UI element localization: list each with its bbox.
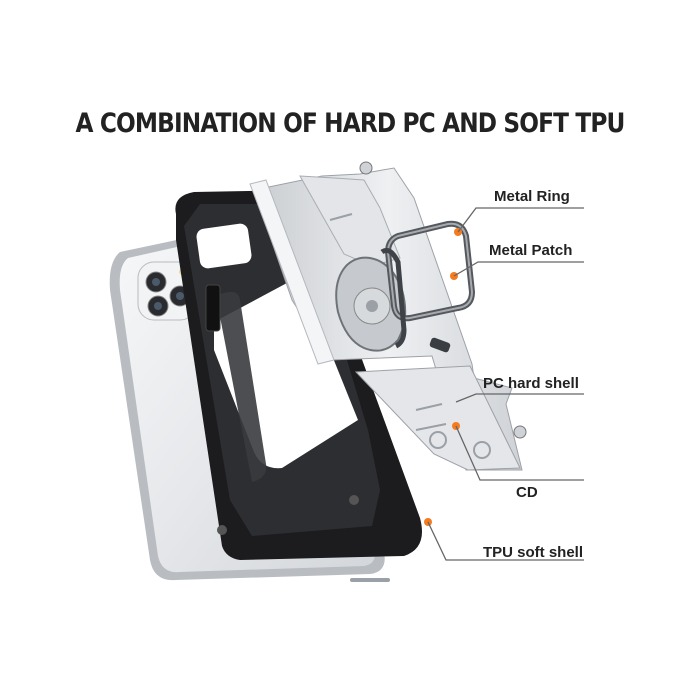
headline: A COMBINATION OF HARD PC AND SOFT TPU xyxy=(75,108,625,139)
metal-patch xyxy=(335,256,407,352)
label-cd: CD xyxy=(516,484,538,501)
pointer-pc-shell xyxy=(455,393,584,403)
label-tpu-soft-shell: TPU soft shell xyxy=(483,544,584,561)
metal-ring xyxy=(380,220,476,353)
pointer-cd xyxy=(455,425,584,481)
label-pc-hard-shell: PC hard shell xyxy=(483,375,579,392)
label-metal-patch: Metal Patch xyxy=(489,242,573,259)
pointer-lines xyxy=(427,207,584,561)
pointer-metal-ring xyxy=(457,207,584,233)
pointer-tpu-shell xyxy=(427,521,584,561)
tpu-soft-shell xyxy=(175,190,432,560)
label-metal-ring: Metal Ring xyxy=(494,188,570,205)
pointer-metal-patch xyxy=(453,261,584,277)
camera-module xyxy=(137,261,197,321)
